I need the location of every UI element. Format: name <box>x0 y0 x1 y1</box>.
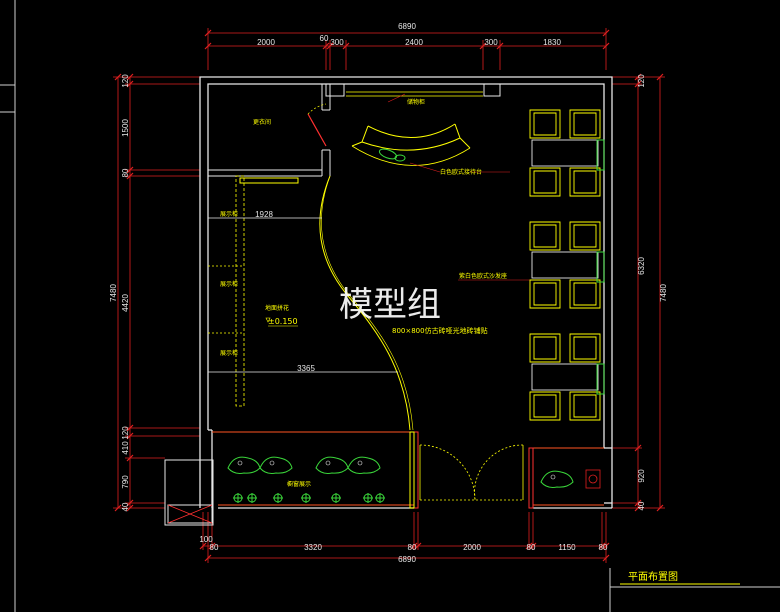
left-overall-dim: 7480 <box>109 284 118 302</box>
bottom-dim-4: 80 <box>408 543 417 552</box>
right-inner-dim: 6320 <box>637 257 646 275</box>
sofa-group-2 <box>529 221 601 309</box>
drawing-title: 平面布置图 <box>628 571 678 583</box>
bottom-dim-5: 2000 <box>463 543 481 552</box>
elevation-label: ±0.150 <box>268 317 298 326</box>
left-dim-2: 1500 <box>121 119 130 137</box>
bottom-overall-dim: 6890 <box>398 555 416 564</box>
left-dim-7: 790 <box>121 475 130 489</box>
left-dim-5: 120 <box>121 426 130 440</box>
reception-counter <box>351 123 471 166</box>
left-dim-1: 120 <box>121 74 130 88</box>
counter-label: 白色欧式接待台 <box>440 168 482 176</box>
right-dim-2: 920 <box>637 469 646 483</box>
entrance-step-box <box>164 459 214 526</box>
changing-room-label: 更衣间 <box>253 118 271 126</box>
cabinet-label: 储物柜 <box>407 98 425 106</box>
display-label-3: 展示柜 <box>220 349 238 357</box>
watermark-text: 模型组 <box>339 285 441 325</box>
top-overall-dim: 6890 <box>398 22 416 31</box>
right-dim-3: 40 <box>637 501 646 510</box>
bottom-dim-6: 80 <box>527 543 536 552</box>
right-dim-1: 120 <box>637 74 646 88</box>
tile-label: 800×800仿古砖哑光地砖铺贴 <box>392 326 488 335</box>
bottom-dim-1: 100 <box>199 535 213 544</box>
curved-partition <box>319 175 411 431</box>
top-dim-1: 2000 <box>257 38 275 47</box>
right-overall-dim: 7480 <box>659 284 668 302</box>
display-label-1: 展示柜 <box>220 210 238 218</box>
sofa-group-3 <box>529 333 601 421</box>
window-display-items <box>227 456 574 488</box>
top-dimension-chain <box>207 28 607 70</box>
window-display-label: 橱窗展示 <box>287 480 311 488</box>
bottom-dimension-chain <box>202 512 607 563</box>
bottom-dim-2: 80 <box>210 543 219 552</box>
left-dim-6: 410 <box>121 441 130 455</box>
display-shelves <box>235 175 245 407</box>
floor-area-label: 地面拼花 <box>265 304 289 312</box>
inner-dim-2: 3365 <box>297 364 315 373</box>
sofa-label: 紫白色欧式沙发座 <box>459 272 507 280</box>
top-dim-2: 60 <box>320 34 329 43</box>
entry-doors <box>419 444 524 501</box>
storage-cabinet <box>346 91 483 97</box>
bottom-dim-8: 80 <box>599 543 608 552</box>
left-dim-4: 4420 <box>121 294 130 312</box>
right-dimension-chain <box>612 76 665 509</box>
top-dim-5: 300 <box>484 38 498 47</box>
bottom-dim-3: 3320 <box>304 543 322 552</box>
bottom-dim-7: 1150 <box>558 543 576 552</box>
changing-room <box>208 83 501 177</box>
top-dim-6: 1830 <box>543 38 561 47</box>
display-label-2: 展示柜 <box>220 280 238 288</box>
sofa-group-1 <box>529 109 601 197</box>
left-dim-3: 80 <box>121 168 130 177</box>
left-dim-8: 40 <box>121 502 130 511</box>
spotlights <box>233 493 385 503</box>
top-dim-4: 2400 <box>405 38 423 47</box>
top-dim-3: 300 <box>330 38 344 47</box>
inner-dim-1: 1928 <box>255 210 273 219</box>
